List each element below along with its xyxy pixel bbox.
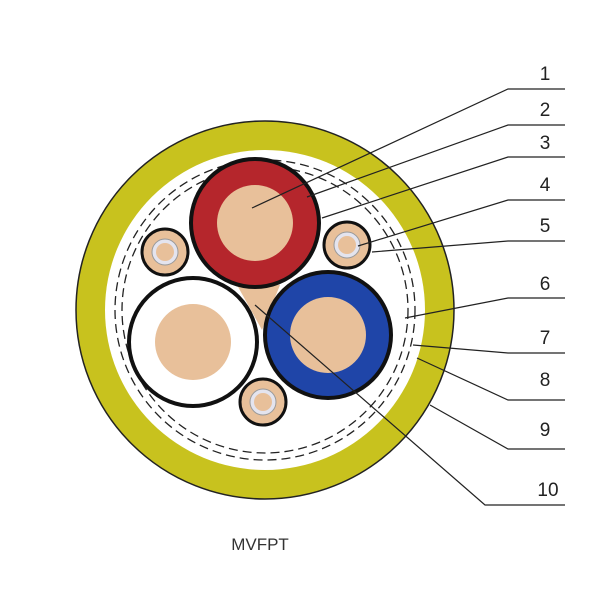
leader-line-7 bbox=[412, 344, 565, 354]
leader-lines bbox=[251, 88, 565, 506]
leader-line-8 bbox=[416, 357, 565, 401]
leader-line-9 bbox=[429, 404, 565, 450]
leader-line-10 bbox=[254, 304, 565, 506]
leader-line-5 bbox=[371, 240, 565, 253]
label-4: 4 bbox=[539, 175, 551, 196]
leader-line-6 bbox=[404, 297, 565, 319]
label-9: 9 bbox=[539, 420, 551, 441]
pilot-core-left bbox=[140, 227, 190, 277]
label-6: 6 bbox=[539, 274, 551, 295]
leader-line-2 bbox=[306, 124, 565, 198]
white-core bbox=[127, 276, 259, 408]
label-8: 8 bbox=[539, 370, 551, 391]
label-7: 7 bbox=[539, 328, 551, 349]
pilot-core-bottom bbox=[238, 377, 288, 427]
leader-line-3 bbox=[321, 156, 565, 219]
label-3: 3 bbox=[539, 133, 551, 154]
leader-line-4 bbox=[357, 199, 565, 247]
diagram-title: MVFPT bbox=[231, 535, 289, 554]
leader-line-1 bbox=[251, 88, 565, 209]
pilot-core-right bbox=[322, 220, 372, 270]
blue-core bbox=[263, 270, 393, 400]
label-1: 1 bbox=[539, 64, 551, 85]
red-core bbox=[189, 157, 321, 289]
label-10: 10 bbox=[537, 480, 559, 501]
label-2: 2 bbox=[539, 100, 551, 121]
label-5: 5 bbox=[539, 216, 551, 237]
